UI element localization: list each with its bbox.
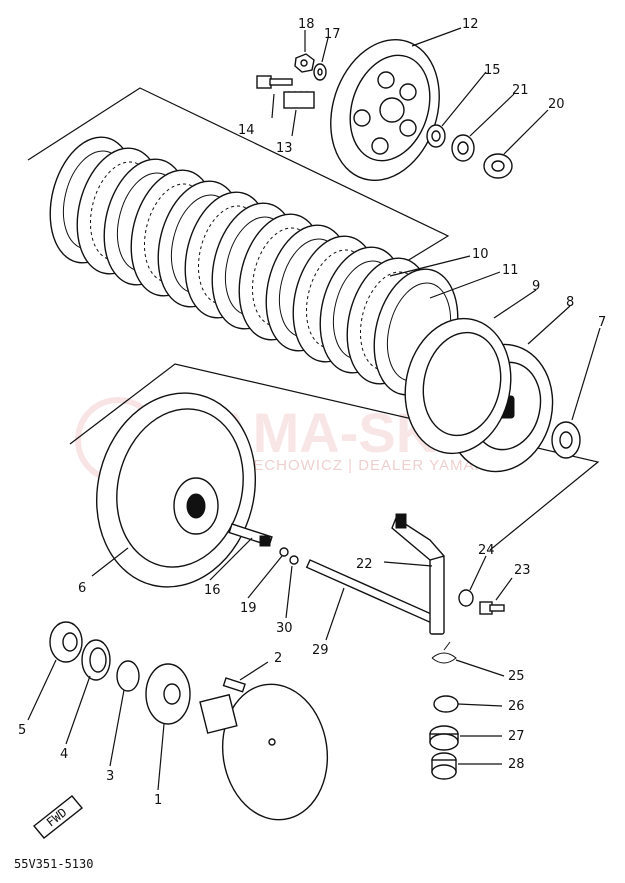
callout-8: 8 <box>566 295 574 310</box>
spacer <box>49 621 83 663</box>
bolt-23 <box>479 601 505 615</box>
callout-6: 6 <box>78 581 86 596</box>
spring-bolt <box>256 75 293 89</box>
lever-spring <box>431 641 457 664</box>
callout-2: 2 <box>274 651 282 666</box>
callout-26: 26 <box>508 699 525 714</box>
callout-25: 25 <box>508 669 525 684</box>
clutch-boss-nut <box>451 134 475 162</box>
oil-seal <box>429 725 459 751</box>
callout-20: 20 <box>548 97 565 112</box>
callout-17: 17 <box>324 27 341 42</box>
callout-5: 5 <box>18 723 26 738</box>
callout-23: 23 <box>514 563 531 578</box>
callout-10: 10 <box>472 247 489 262</box>
callout-13: 13 <box>276 141 293 156</box>
callout-30: 30 <box>276 621 293 636</box>
callout-16: 16 <box>204 583 221 598</box>
lock-washer <box>483 153 513 179</box>
callout-9: 9 <box>532 279 540 294</box>
clutch-housing <box>95 392 257 588</box>
ball-19 <box>279 547 289 557</box>
circlip-26 <box>433 695 459 713</box>
nut <box>294 53 315 73</box>
clutch-spring <box>283 90 315 109</box>
callout-29: 29 <box>312 643 329 658</box>
leader-lines <box>27 27 601 791</box>
clutch-plates-stack <box>49 136 459 396</box>
callout-14: 14 <box>238 123 255 138</box>
watermark-subtext: WOJCIECHOWICZ | DEALER YAMAHA <box>200 457 497 474</box>
circlip-3 <box>116 660 140 692</box>
straight-key <box>222 677 246 693</box>
callout-1: 1 <box>154 793 162 808</box>
callout-21: 21 <box>512 83 529 98</box>
callout-12: 12 <box>462 17 479 32</box>
washer-24 <box>458 589 474 607</box>
callout-24: 24 <box>478 543 495 558</box>
callout-18: 18 <box>298 17 315 32</box>
circlip <box>551 421 581 459</box>
diagram-code: 55V351-5130 <box>14 857 93 871</box>
bearing-28 <box>431 752 457 780</box>
callout-7: 7 <box>598 315 606 330</box>
callout-19: 19 <box>240 601 257 616</box>
ball-30 <box>289 555 299 565</box>
push-rod-bearing <box>426 124 446 148</box>
callout-15: 15 <box>484 63 501 78</box>
callout-22: 22 <box>356 557 373 572</box>
fwd-arrow: FWD <box>33 795 83 839</box>
push-lever-shaft <box>391 513 446 635</box>
callout-3: 3 <box>106 769 114 784</box>
push-rod-short <box>228 523 273 547</box>
primary-drive-gear <box>145 663 191 725</box>
lower-frame <box>69 363 600 551</box>
callout-4: 4 <box>60 747 68 762</box>
crankshaft-weight <box>199 683 329 821</box>
thrust-washer <box>81 639 111 681</box>
callout-11: 11 <box>502 263 519 278</box>
pressure-plate-2 <box>404 317 512 455</box>
pressure-plate <box>330 38 440 182</box>
washer-17 <box>313 63 327 81</box>
callout-28: 28 <box>508 757 525 772</box>
callout-27: 27 <box>508 729 525 744</box>
